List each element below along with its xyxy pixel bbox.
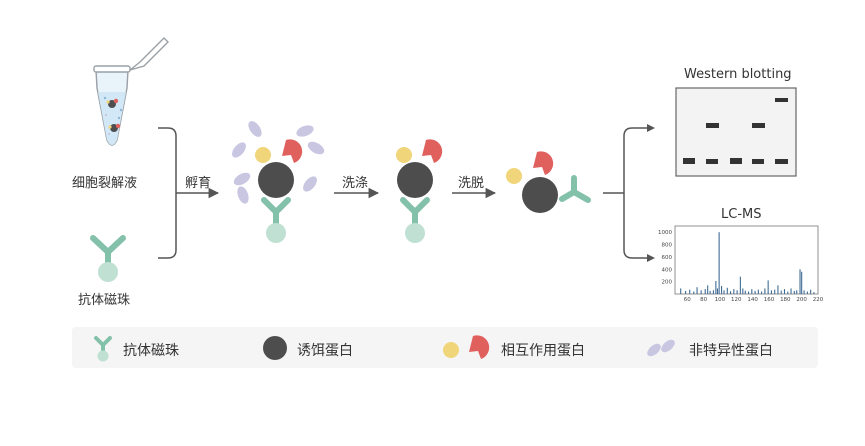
legend-bait-protein-label: 诱饵蛋白 (297, 343, 353, 359)
lcms-ytick-label: 800 (662, 243, 673, 249)
elute-label: 洗脱 (458, 176, 485, 191)
legend-nonspecific-protein-label: 非特异性蛋白 (689, 343, 773, 359)
lcms-xtick-label: 220 (813, 297, 824, 303)
lcms-ytick-label: 600 (662, 255, 673, 261)
lcms-xtick-label: 100 (715, 297, 726, 303)
lysate-label: 细胞裂解液 (72, 176, 138, 191)
lcms-xtick-label: 160 (764, 297, 775, 303)
lcms-ytick-label: 200 (662, 280, 673, 286)
lcms-xtick-label: 140 (747, 297, 758, 303)
lcms-ytick-label: 1000 (658, 230, 672, 236)
legend-antibody-bead-label: 抗体磁珠 (123, 343, 179, 359)
lcms-chart: 1000 800 600 400 200 60 80 100 120 140 160 180 200 2… (658, 225, 824, 303)
western-title: Western blotting (684, 67, 792, 82)
incubation-complex (232, 121, 325, 243)
eluted-complex (506, 151, 591, 213)
lcms-title: LC-MS (721, 207, 762, 222)
beads-label: 抗体磁珠 (78, 293, 131, 308)
output-split (603, 127, 653, 259)
antibody-bead-icon (90, 235, 126, 282)
lcms-xtick-label: 80 (700, 297, 707, 303)
lcms-xtick-label: 180 (780, 297, 791, 303)
lcms-xtick-label: 60 (684, 297, 691, 303)
western-blot (675, 87, 797, 177)
washed-complex (396, 139, 443, 243)
lcms-xtick-label: 120 (731, 297, 742, 303)
lcms-ytick-label: 400 (662, 267, 673, 273)
lysate-tube-icon (93, 37, 169, 146)
incubate-label: 孵育 (185, 176, 212, 191)
lcms-xtick-label: 200 (796, 297, 807, 303)
legend-interacting-protein-label: 相互作用蛋白 (501, 343, 585, 359)
wash-label: 洗涤 (342, 176, 369, 191)
